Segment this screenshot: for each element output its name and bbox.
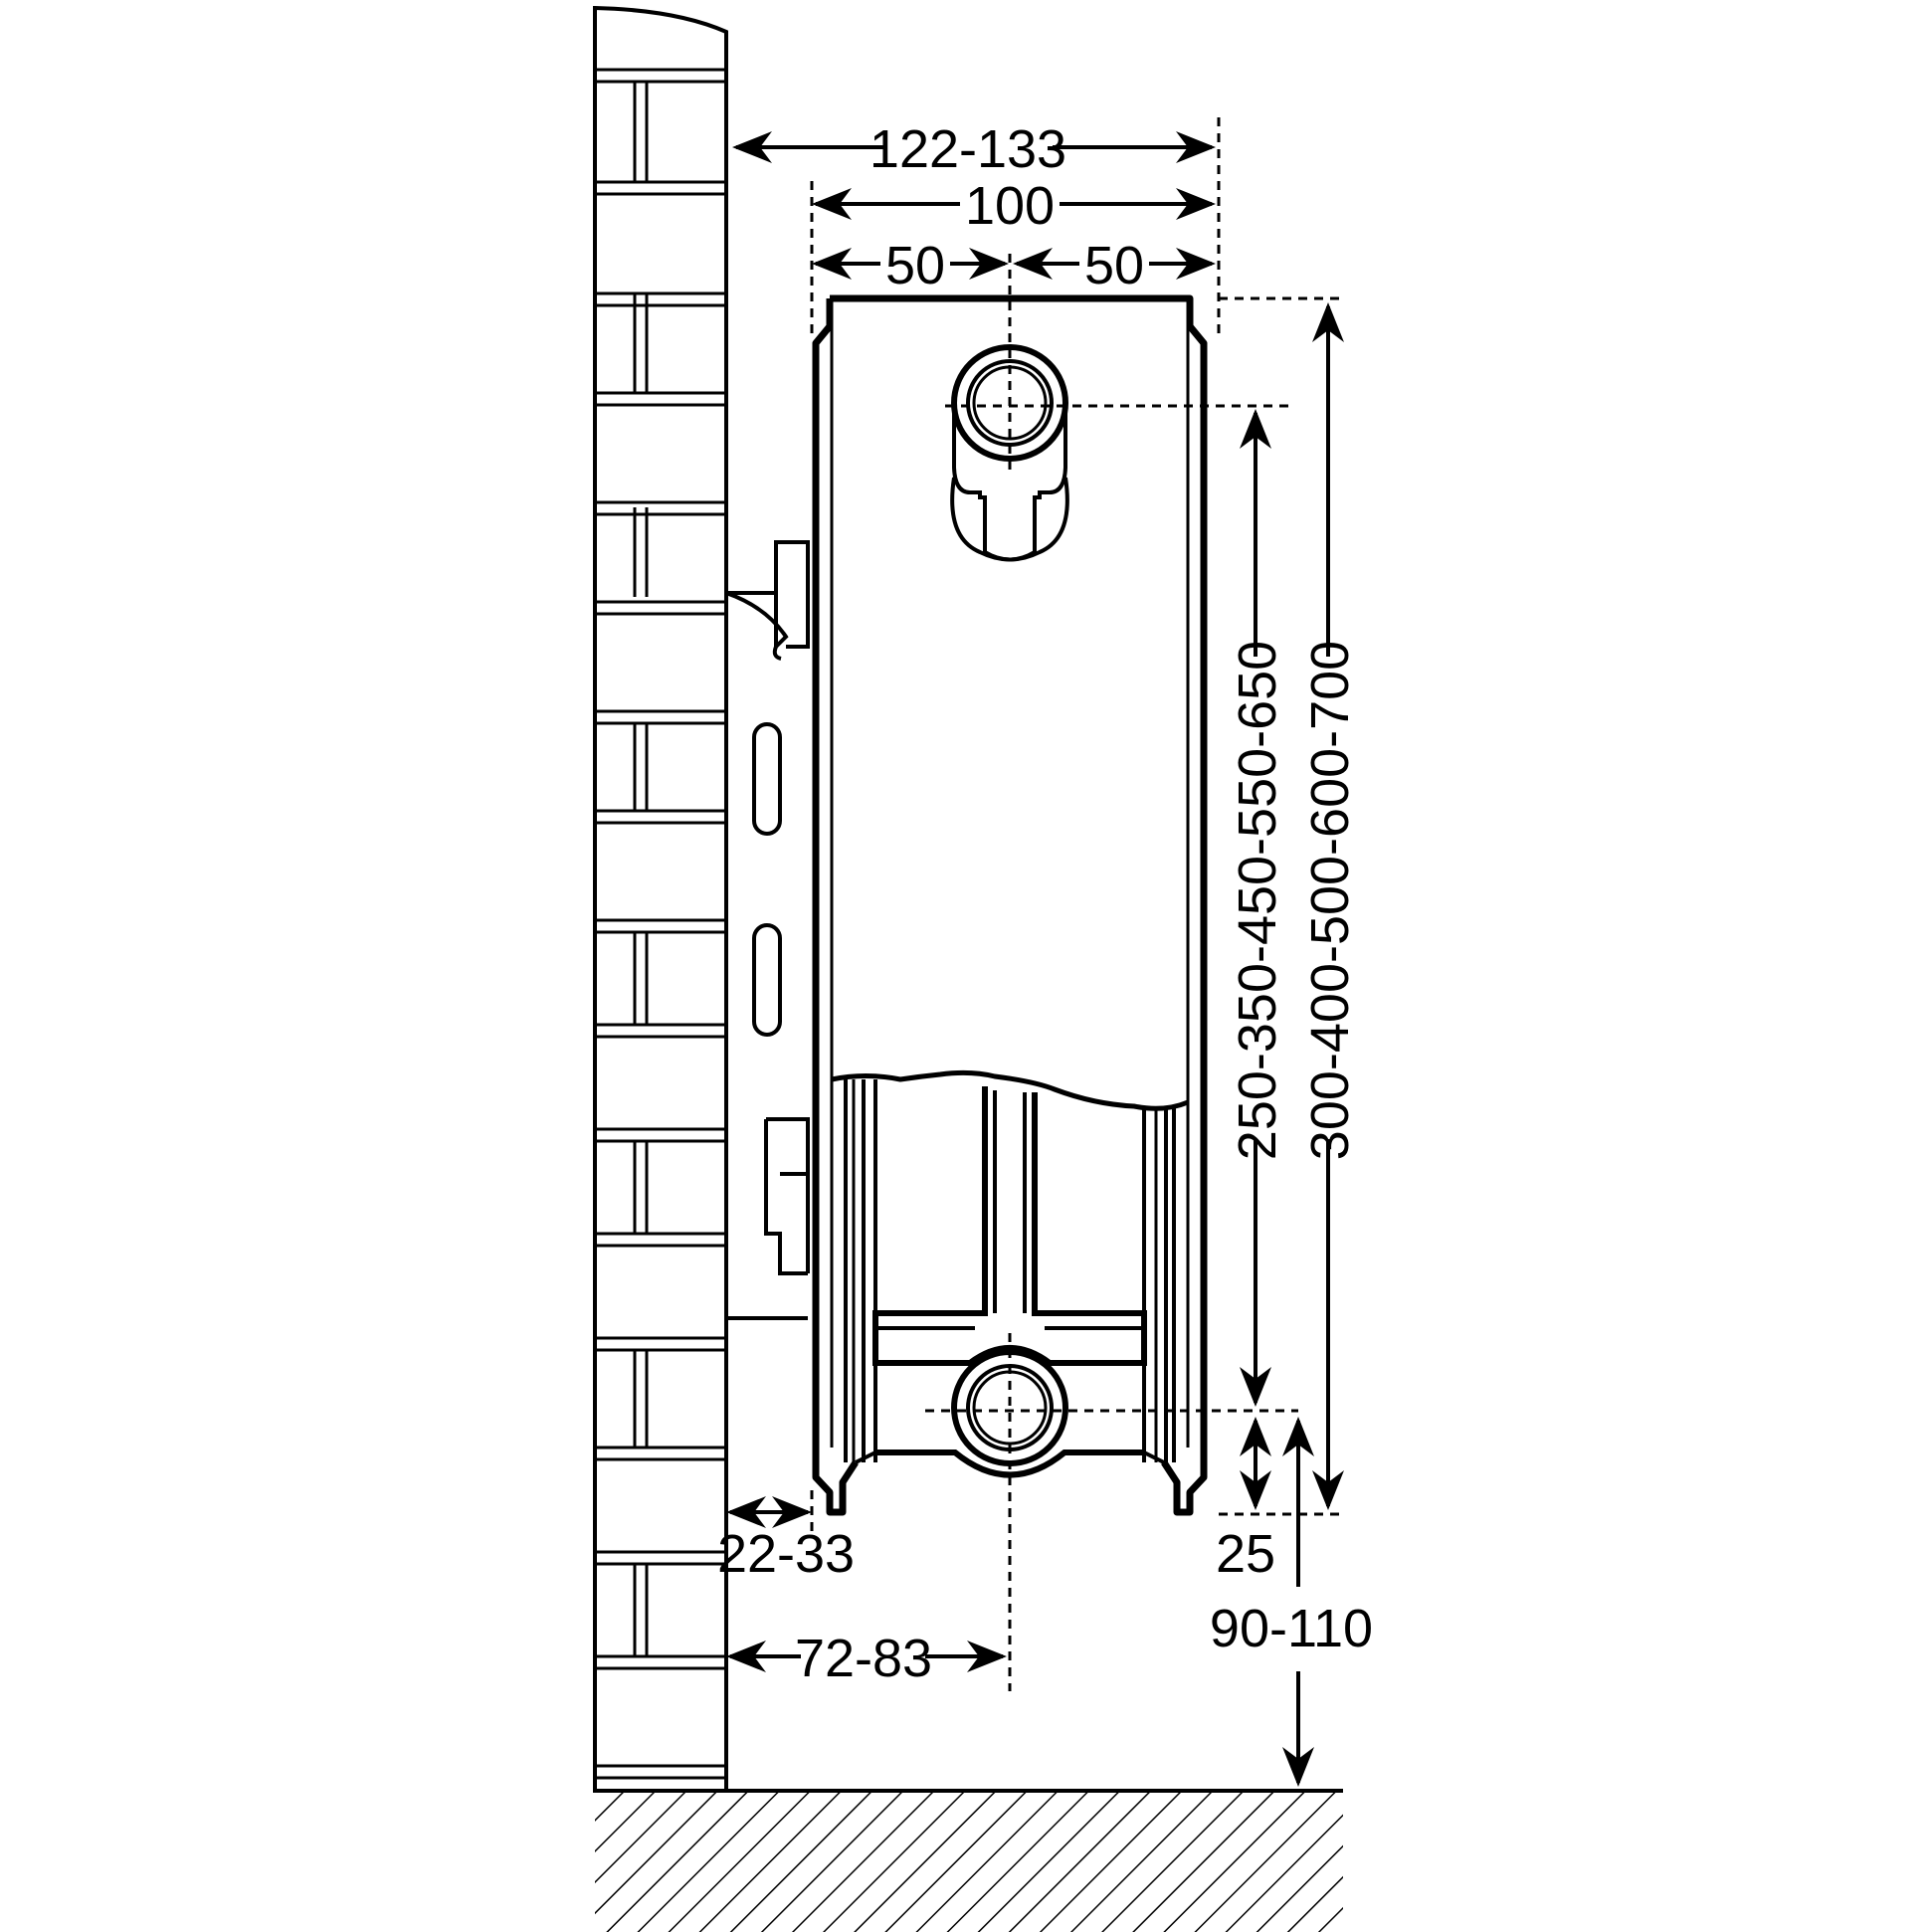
dim-radiator-height: 300-400-500-600-700: [1300, 641, 1360, 1160]
dim-wall-gap: 22-33: [717, 1524, 855, 1584]
dim-total-depth: 122-133: [869, 119, 1066, 179]
dim-pipe-wall-distance: 72-83: [795, 1629, 932, 1688]
radiator-body: [812, 294, 1208, 1516]
wall-bracket: [725, 540, 810, 1320]
internal-channels: [844, 1079, 1176, 1478]
dim-half-right: 50: [1084, 236, 1144, 295]
wall: [593, 5, 728, 1793]
dim-pipe-bottom-offset: 25: [1216, 1524, 1275, 1584]
floor: [595, 1789, 1343, 1932]
dim-pipe-spacing: 250-350-450-550-650: [1228, 641, 1287, 1160]
extension-lines: [810, 117, 1343, 1691]
dim-half-left: 50: [885, 236, 945, 295]
dimension-labels: 122-133 100 50 50 22-33 72-83 250-350-45…: [717, 119, 1373, 1688]
dimension-lines: [726, 131, 1344, 1787]
dim-radiator-depth: 100: [965, 176, 1055, 236]
dim-floor-clearance: 90-110: [1210, 1599, 1373, 1658]
brick-joints: [595, 68, 726, 1780]
